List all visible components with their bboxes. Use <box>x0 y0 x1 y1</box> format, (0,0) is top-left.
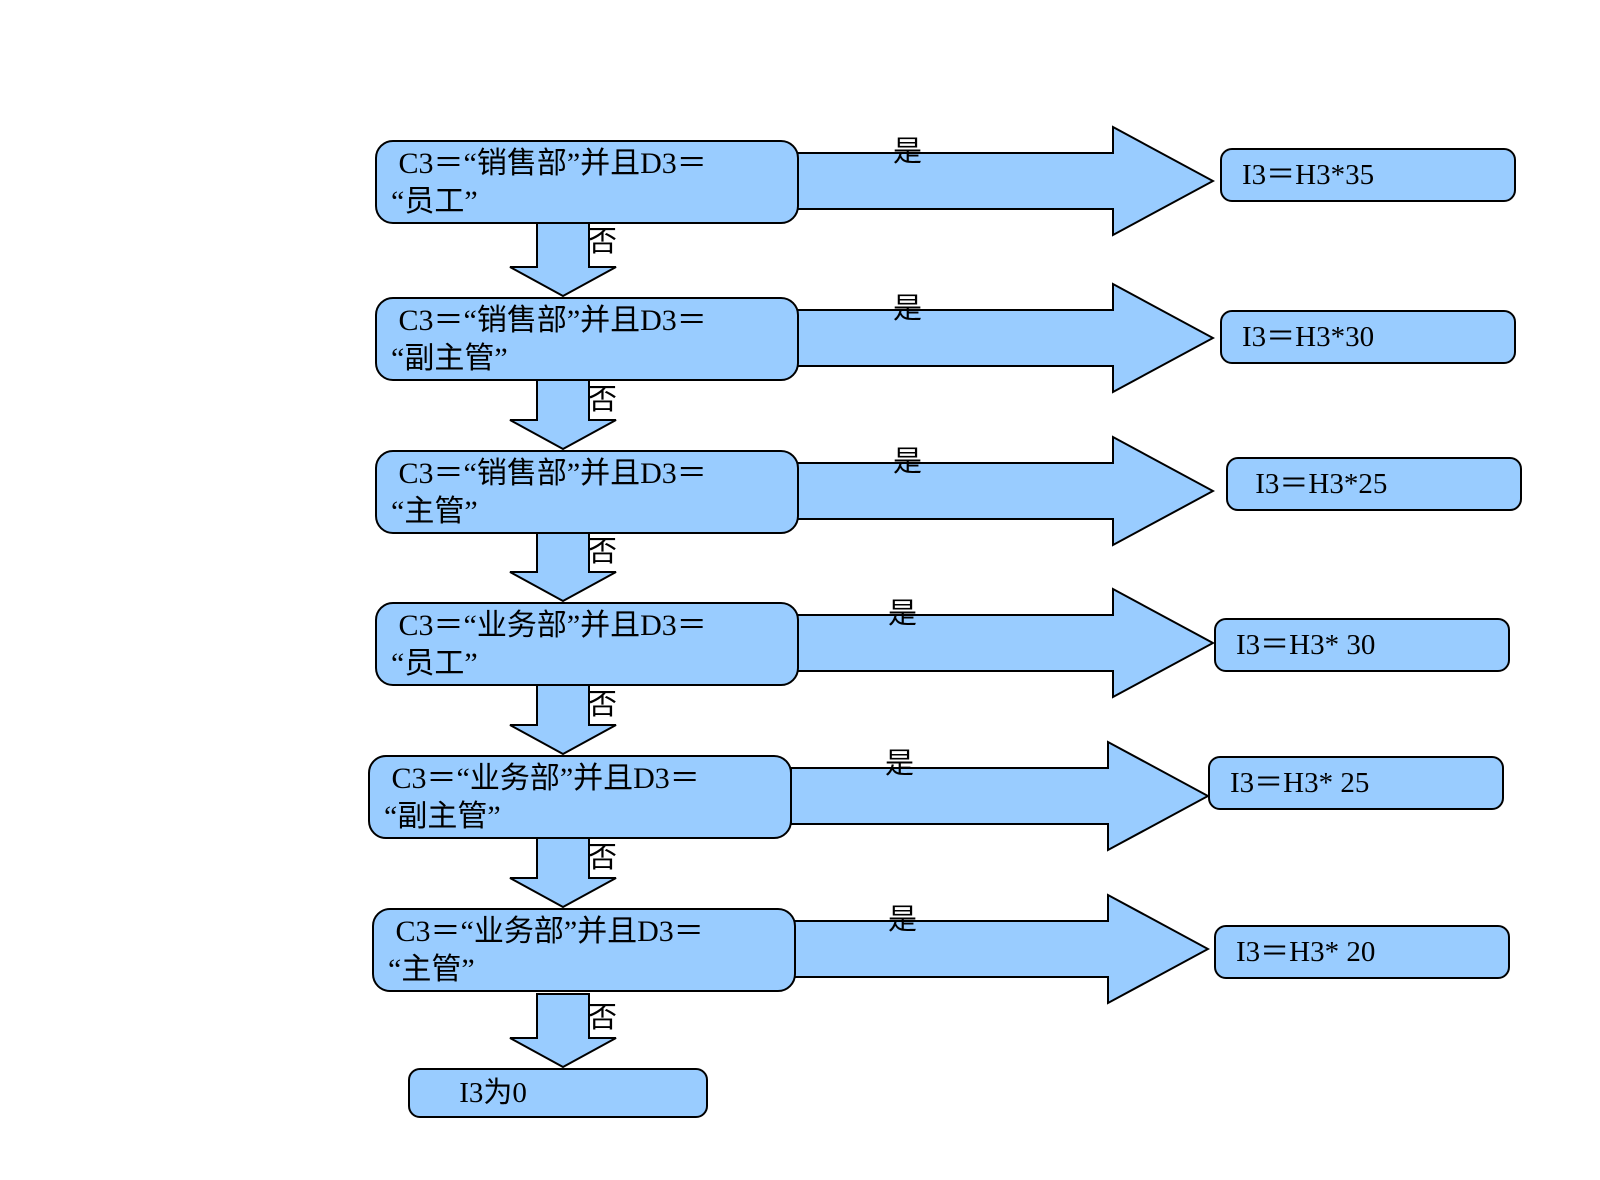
result-box: I3＝H3*30 <box>1220 310 1516 364</box>
no-label: 否 <box>588 689 618 721</box>
condition-box: C3＝“业务部”并且D3＝ “员工” <box>375 602 799 686</box>
no-arrow-down-icon <box>509 527 617 603</box>
no-label: 否 <box>588 842 618 874</box>
result-box: I3＝H3* 25 <box>1208 756 1504 810</box>
yes-arrow-right-icon <box>795 435 1215 547</box>
yes-arrow-right-icon <box>795 282 1215 394</box>
condition-box: C3＝“销售部”并且D3＝ “员工” <box>375 140 799 224</box>
result-box: I3＝H3* 30 <box>1214 618 1510 672</box>
result-box: I3＝H3*35 <box>1220 148 1516 202</box>
yes-label: 是 <box>893 446 923 478</box>
condition-box: C3＝“销售部”并且D3＝ “主管” <box>375 450 799 534</box>
result-box: I3＝H3*25 <box>1226 457 1522 511</box>
yes-arrow-right-icon <box>795 125 1215 237</box>
final-result-box: I3为0 <box>408 1068 708 1118</box>
no-label: 否 <box>588 226 618 258</box>
condition-box: C3＝“业务部”并且D3＝ “副主管” <box>368 755 792 839</box>
no-label: 否 <box>588 1002 618 1034</box>
condition-box: C3＝“业务部”并且D3＝ “主管” <box>372 908 796 992</box>
yes-arrow-right-icon <box>795 587 1215 699</box>
no-arrow-down-icon <box>509 680 617 756</box>
no-label: 否 <box>588 384 618 416</box>
no-arrow-down-icon <box>509 375 617 451</box>
yes-label: 是 <box>888 598 918 630</box>
yes-label: 是 <box>893 136 923 168</box>
yes-arrow-right-icon <box>790 740 1210 852</box>
no-label: 否 <box>588 536 618 568</box>
yes-label: 是 <box>893 293 923 325</box>
no-arrow-down-icon <box>509 833 617 909</box>
condition-box: C3＝“销售部”并且D3＝ “副主管” <box>375 297 799 381</box>
no-arrow-down-icon <box>509 222 617 298</box>
yes-label: 是 <box>885 748 915 780</box>
result-box: I3＝H3* 20 <box>1214 925 1510 979</box>
no-arrow-down-icon <box>509 993 617 1069</box>
yes-arrow-right-icon <box>790 893 1210 1005</box>
yes-label: 是 <box>888 904 918 936</box>
